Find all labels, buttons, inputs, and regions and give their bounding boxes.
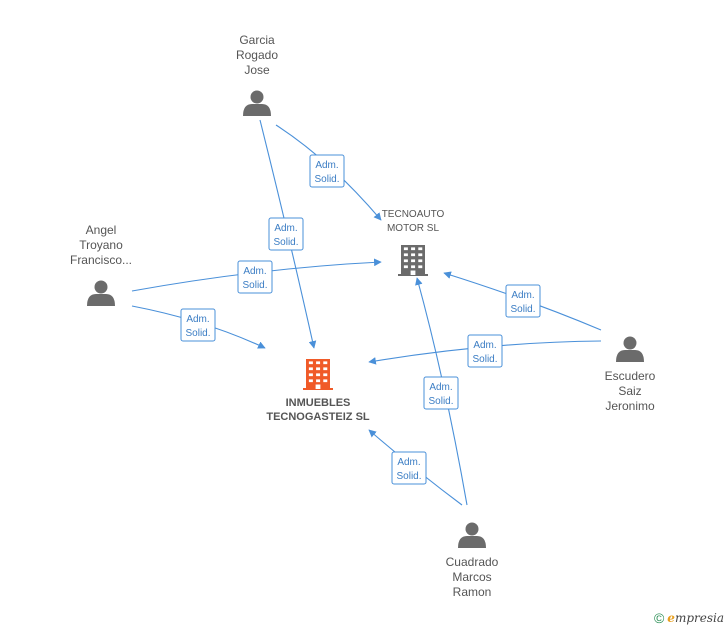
node-label: Angel xyxy=(86,223,117,237)
edge-label-text: Solid. xyxy=(396,471,421,482)
edge-label-frame xyxy=(309,154,345,188)
edge-label-box[interactable]: Adm. Solid. xyxy=(268,217,304,251)
person-icon xyxy=(87,280,115,306)
edge-label-frame xyxy=(237,260,273,294)
person-icon xyxy=(616,336,644,362)
node-label: Cuadrado xyxy=(446,555,499,569)
edge-garcia-inmuebles: Adm. Solid. xyxy=(259,119,317,349)
edge-label-frame xyxy=(505,284,541,318)
edge-escudero-tecnoauto: Adm. Solid. xyxy=(443,271,602,331)
node-label: Marcos xyxy=(452,570,491,584)
edge-label-frame xyxy=(467,334,503,368)
node-angel[interactable]: AngelTroyanoFrancisco... xyxy=(70,223,132,306)
edge-label-text: Adm. xyxy=(315,160,338,171)
node-label: TECNOAUTO xyxy=(382,209,445,220)
node-label: MOTOR SL xyxy=(387,223,439,234)
edge-label-text: Adm. xyxy=(473,340,496,351)
node-label: Ramon xyxy=(453,585,492,599)
edge-escudero-inmuebles: Adm. Solid. xyxy=(368,334,602,368)
edge-label-text: Adm. xyxy=(243,266,266,277)
node-label: TECNOGASTEIZ SL xyxy=(266,411,370,423)
edge-label-frame xyxy=(268,217,304,251)
edge-label-text: Adm. xyxy=(186,314,209,325)
edge-label-frame xyxy=(423,376,459,410)
node-label: Rogado xyxy=(236,48,278,62)
edge-cuadrado-inmuebles: Adm. Solid. xyxy=(368,429,463,506)
edge-label-text: Adm. xyxy=(274,223,297,234)
edge-garcia-tecnoauto: Adm. Solid. xyxy=(275,124,382,221)
edge-cuadrado-tecnoauto: Adm. Solid. xyxy=(415,277,468,506)
person-icon xyxy=(243,90,271,116)
node-label: Garcia xyxy=(239,33,275,47)
edge-label-frame xyxy=(391,451,427,485)
edge-label-frame xyxy=(180,308,216,342)
node-label: INMUEBLES xyxy=(286,397,351,409)
node-label: Escudero xyxy=(605,369,656,383)
building-icon xyxy=(303,359,333,390)
edge-label-text: Adm. xyxy=(429,382,452,393)
footer-brand: © empresia xyxy=(654,610,724,626)
edge-label-box[interactable]: Adm. Solid. xyxy=(391,451,427,485)
copyright-icon: © xyxy=(653,610,665,626)
edge-label-text: Solid. xyxy=(185,328,210,339)
node-inmuebles[interactable]: INMUEBLES TECNOGASTEIZ SL xyxy=(266,359,370,423)
edge-label-text: Adm. xyxy=(511,290,534,301)
edge-label-text: Adm. xyxy=(397,457,420,468)
node-label: Saiz xyxy=(618,384,641,398)
edge-angel-inmuebles: Adm. Solid. xyxy=(131,305,266,349)
edge-label-box[interactable]: Adm. Solid. xyxy=(505,284,541,318)
edge-label-box[interactable]: Adm. Solid. xyxy=(467,334,503,368)
edge-label-text: Solid. xyxy=(242,280,267,291)
nodes-layer: GarciaRogadoJoseAngelTroyanoFrancisco...… xyxy=(70,33,656,599)
edge-label-text: Solid. xyxy=(314,174,339,185)
node-label: Jeronimo xyxy=(605,399,655,413)
brand-logo[interactable]: empresia xyxy=(667,611,724,625)
node-label: Troyano xyxy=(79,238,123,252)
edge-label-text: Solid. xyxy=(428,396,453,407)
building-icon xyxy=(398,245,428,276)
edge-label-box[interactable]: Adm. Solid. xyxy=(237,260,273,294)
node-label: Jose xyxy=(244,63,270,77)
person-icon xyxy=(458,522,486,548)
edge-label-box[interactable]: Adm. Solid. xyxy=(423,376,459,410)
node-label: Francisco... xyxy=(70,253,132,267)
edge-angel-tecnoauto: Adm. Solid. xyxy=(131,258,382,294)
edge-label-box[interactable]: Adm. Solid. xyxy=(309,154,345,188)
edge-label-box[interactable]: Adm. Solid. xyxy=(180,308,216,342)
edges-layer: Adm. Solid. Adm. Solid. Adm. Solid. Adm. Solid.… xyxy=(131,119,602,506)
edge-label-text: Solid. xyxy=(472,354,497,365)
edge-label-text: Solid. xyxy=(510,304,535,315)
node-tecnoauto[interactable]: TECNOAUTO MOTOR SL xyxy=(382,209,445,276)
edge-label-text: Solid. xyxy=(273,237,298,248)
